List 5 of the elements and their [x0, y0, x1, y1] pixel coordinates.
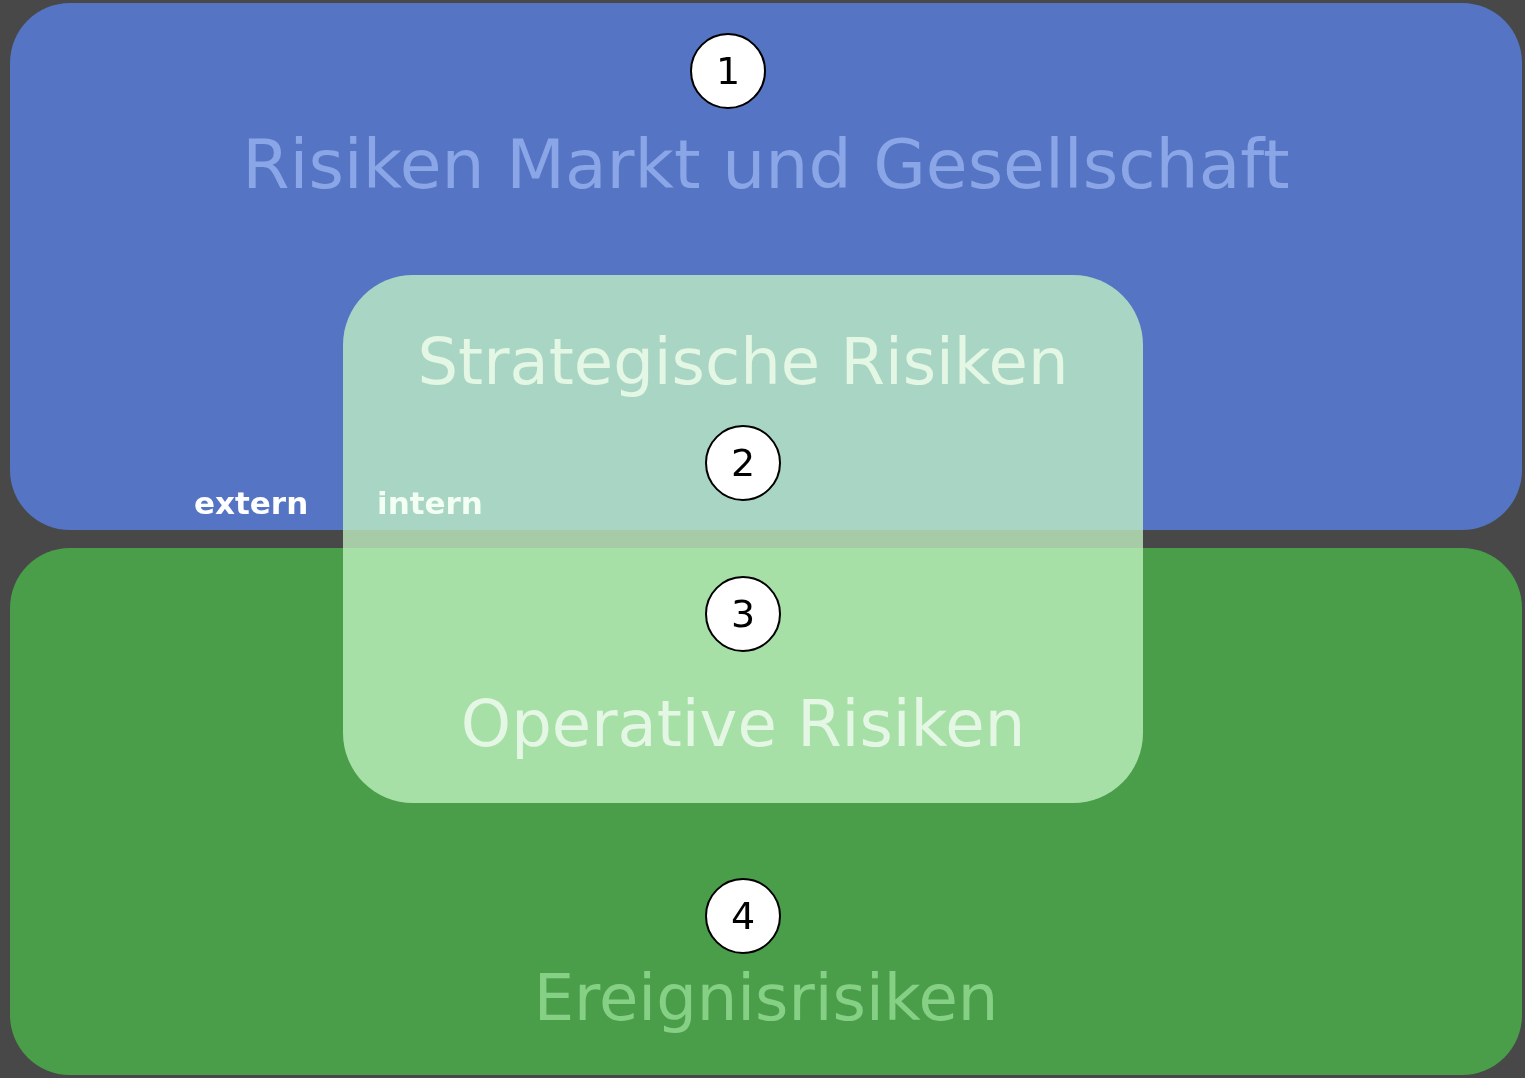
number-circle: 4 — [705, 878, 781, 954]
side-label: extern — [194, 488, 309, 519]
side-label: intern — [377, 488, 483, 519]
risk-panel — [343, 275, 1143, 803]
number-circle: 1 — [690, 33, 766, 109]
